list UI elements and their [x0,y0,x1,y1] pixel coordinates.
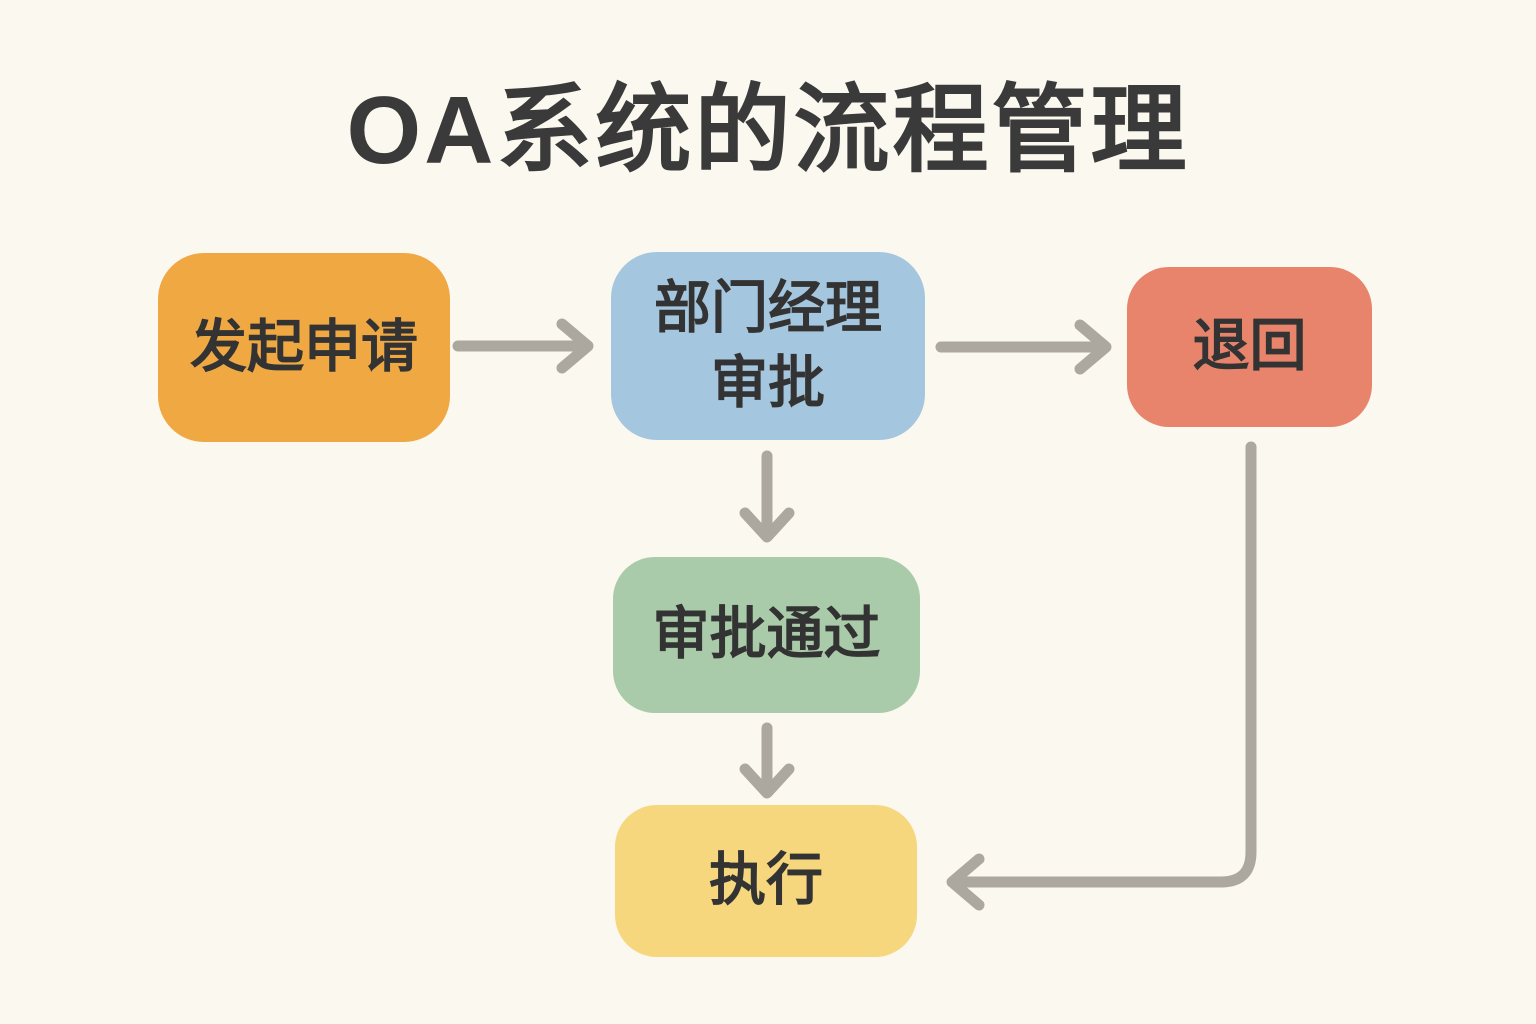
edge-start-to-manager-arrow [452,318,594,374]
arrow-head-right-icon [1074,319,1112,375]
label-line-1: 部门经理 [654,275,882,340]
arrow-head-down-icon [739,763,795,799]
node-reject-label: 退回 [1192,314,1307,379]
arrow-head-right-icon [556,318,594,374]
diagram-title: OA系统的流程管理 [346,77,1190,184]
edge-reject-to-execute-arrow [946,441,1257,911]
edge-approved-to-execute-arrow [739,722,795,799]
arrow-shaft [950,441,1257,888]
edge-manager-to-reject-arrow [935,319,1112,375]
node-approved: 审批通过 [613,557,920,713]
node-start-label: 发起申请 [190,314,418,379]
arrow-head-left-icon [946,853,985,911]
arrow-head-down-icon [739,507,795,543]
label-line-2: 审批 [711,351,825,415]
node-approved-label: 审批通过 [652,602,881,667]
node-manager-approval-label: 部门经理 审批 [654,271,882,421]
node-execute-label: 执行 [709,848,823,913]
node-start: 发起申请 [158,253,450,442]
node-manager-approval: 部门经理 审批 [611,252,925,440]
node-reject: 退回 [1127,267,1372,427]
edge-manager-to-approved-arrow [739,450,795,543]
node-execute: 执行 [615,805,917,957]
